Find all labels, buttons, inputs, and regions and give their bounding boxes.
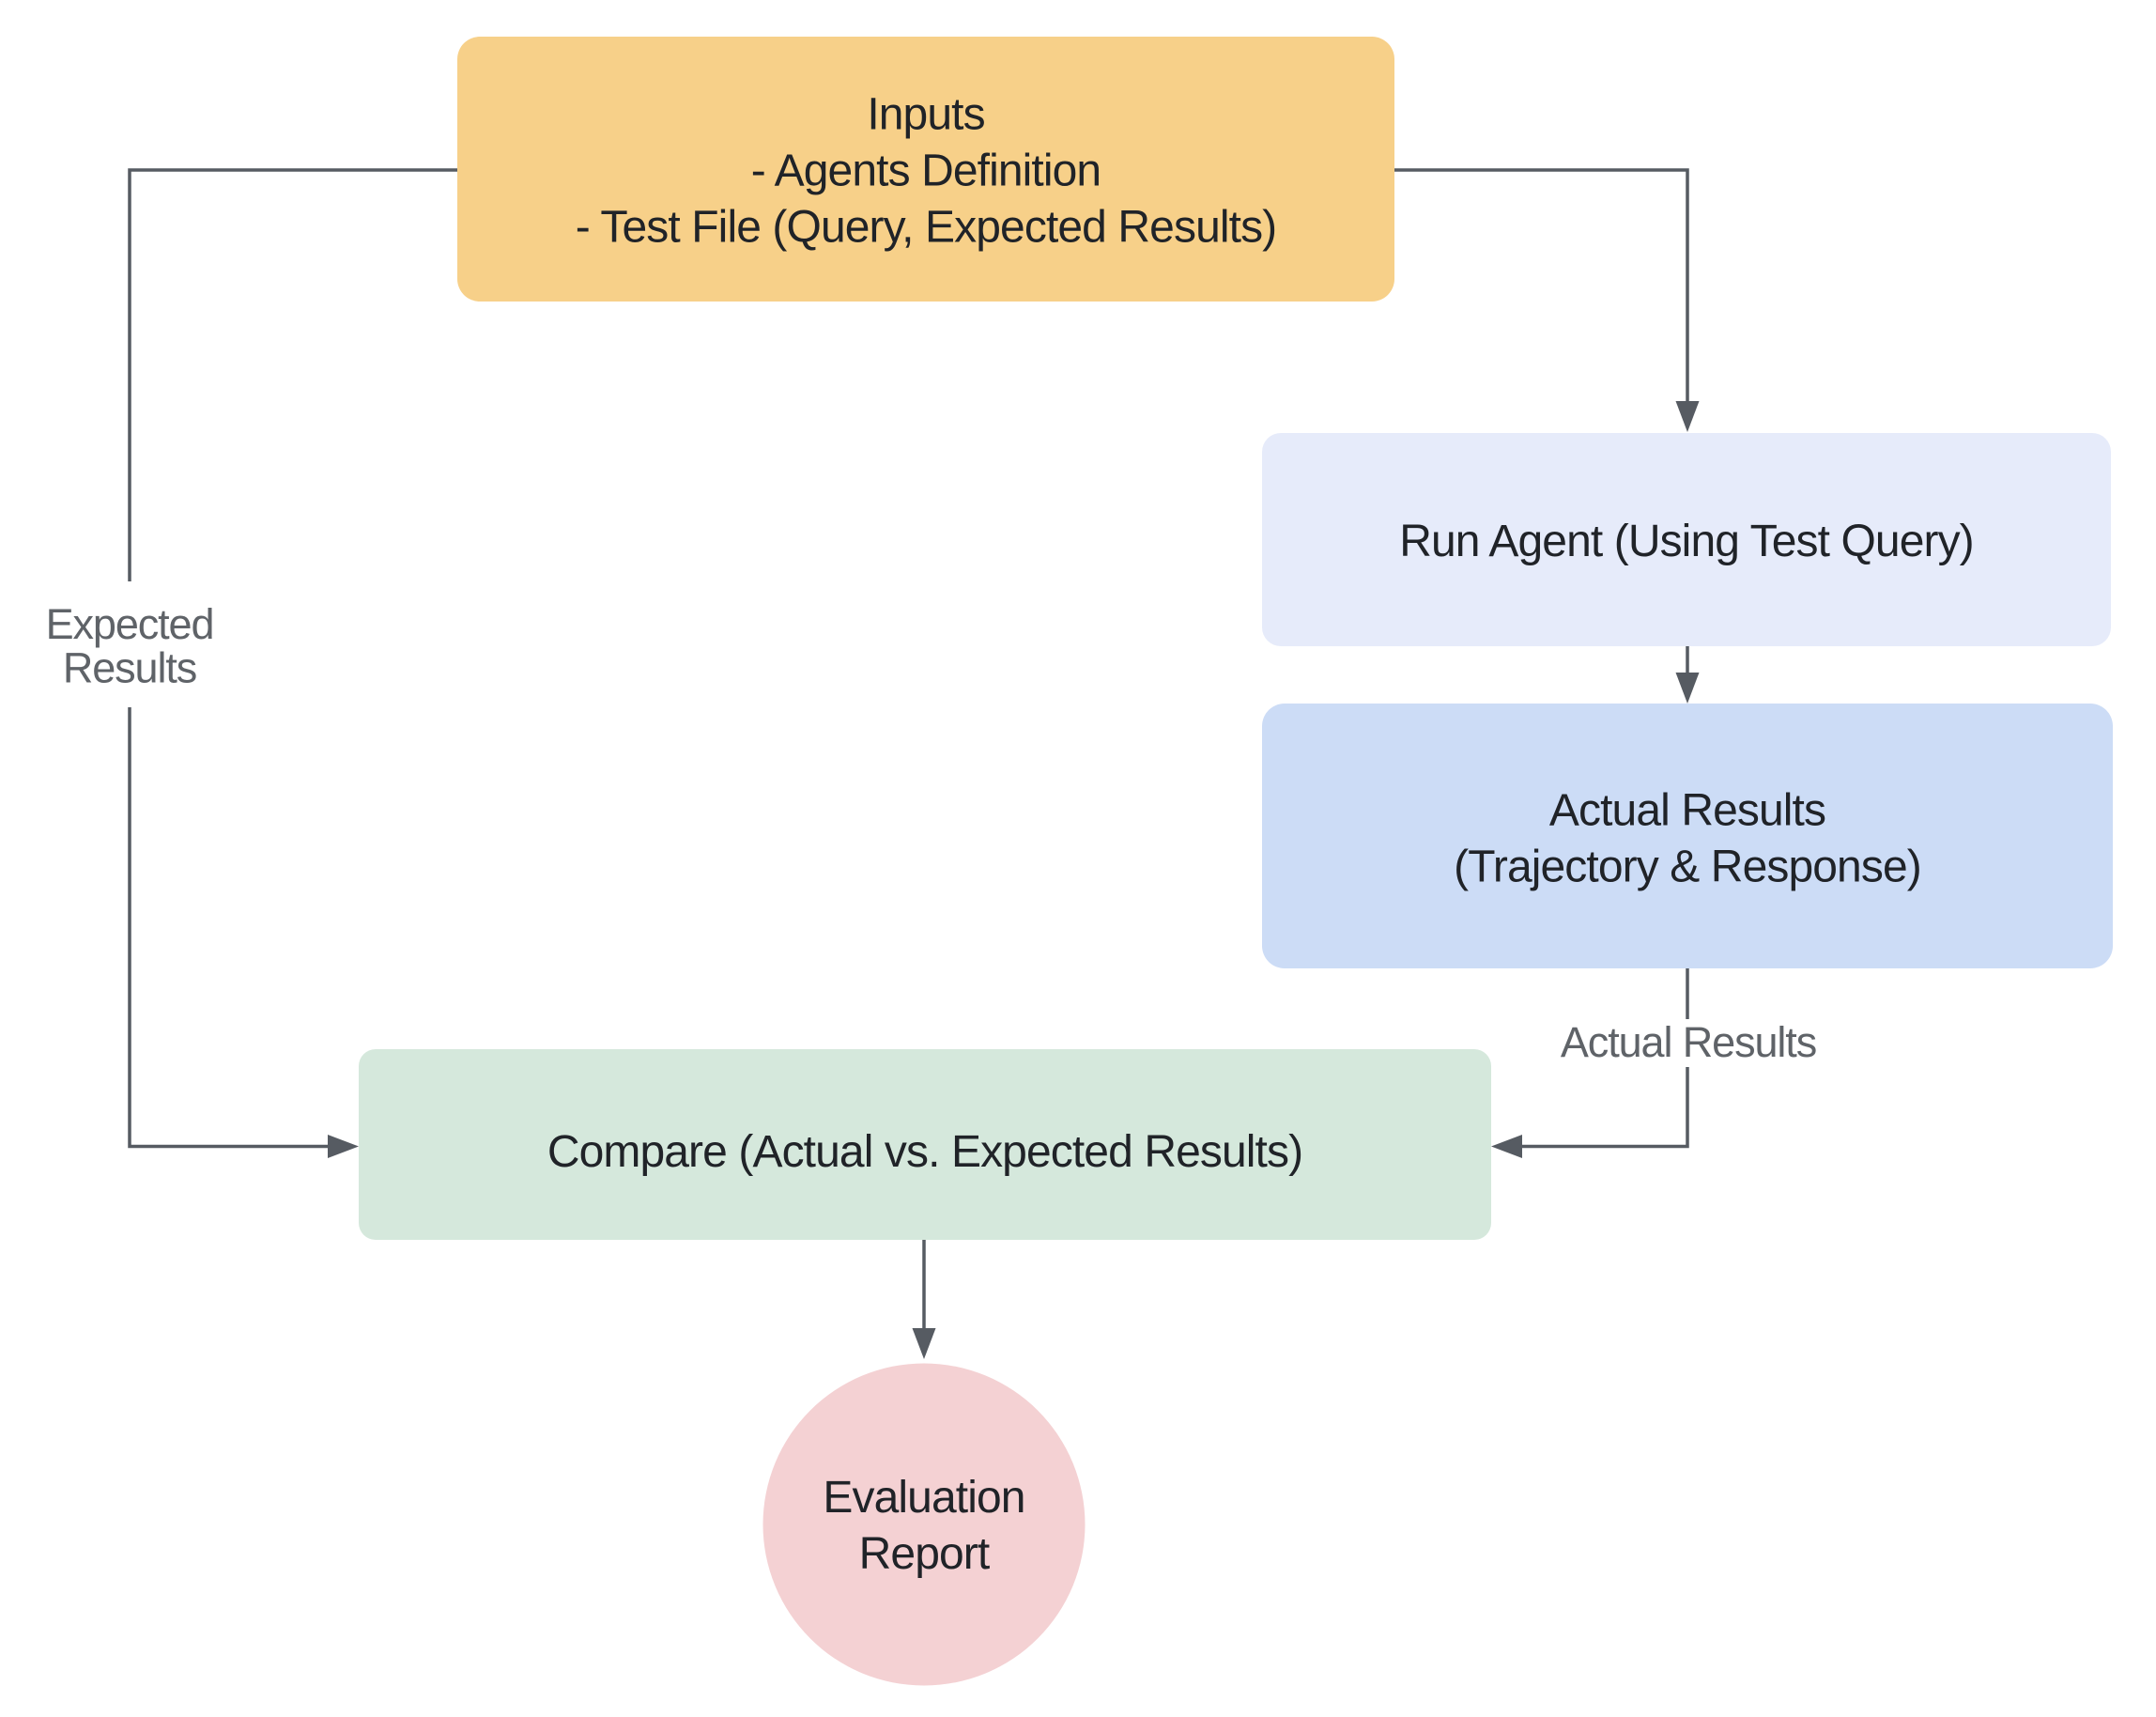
svg-text:Compare (Actual vs. Expected R: Compare (Actual vs. Expected Results) <box>547 1127 1302 1177</box>
svg-text:Run Agent (Using Test Query): Run Agent (Using Test Query) <box>1399 517 1974 566</box>
svg-text:- Agents Definition: - Agents Definition <box>751 147 1101 196</box>
svg-text:Report: Report <box>859 1529 990 1579</box>
svg-text:Actual Results: Actual Results <box>1561 1018 1816 1066</box>
svg-text:Inputs: Inputs <box>867 90 984 140</box>
svg-text:Actual Results: Actual Results <box>1549 786 1825 836</box>
svg-text:(Trajectory & Response): (Trajectory & Response) <box>1454 843 1921 892</box>
svg-text:- Test File (Query, Expected R: - Test File (Query, Expected Results) <box>576 203 1277 253</box>
svg-text:Evaluation: Evaluation <box>823 1473 1024 1523</box>
svg-text:Expected: Expected <box>46 600 214 648</box>
svg-text:Results: Results <box>63 644 196 692</box>
